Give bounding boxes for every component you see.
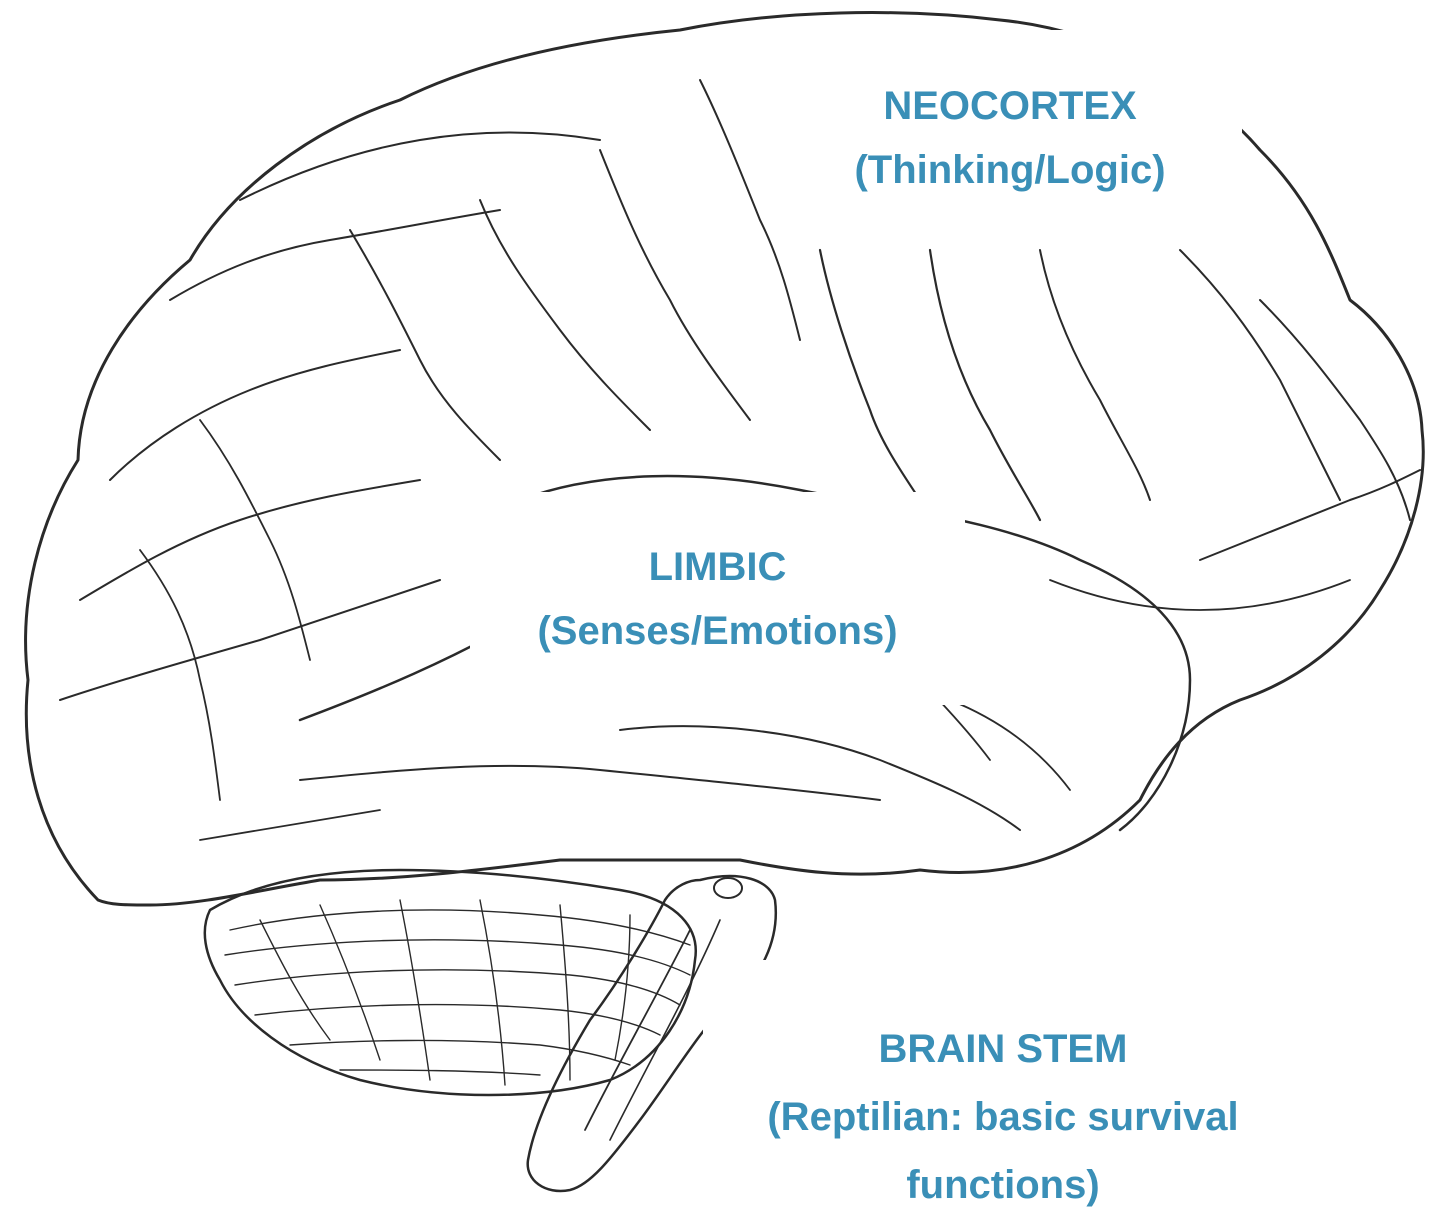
limbic-label: LIMBIC (Senses/Emotions) [470,492,965,705]
brain-stem-label: BRAIN STEM (Reptilian: basic survival fu… [703,960,1303,1206]
limbic-subtitle: (Senses/Emotions) [537,599,897,663]
brain-stem-description-line-2: functions) [906,1151,1099,1219]
cerebellum-outline [205,870,696,1095]
pons-shape [714,878,742,898]
brain-stem-title: BRAIN STEM [879,1015,1128,1083]
limbic-title: LIMBIC [649,535,787,599]
neocortex-label: NEOCORTEX (Thinking/Logic) [778,30,1242,246]
neocortex-subtitle: (Thinking/Logic) [854,138,1165,202]
brain-stem-description-line-1: (Reptilian: basic survival [767,1083,1238,1151]
neocortex-title: NEOCORTEX [883,74,1136,138]
